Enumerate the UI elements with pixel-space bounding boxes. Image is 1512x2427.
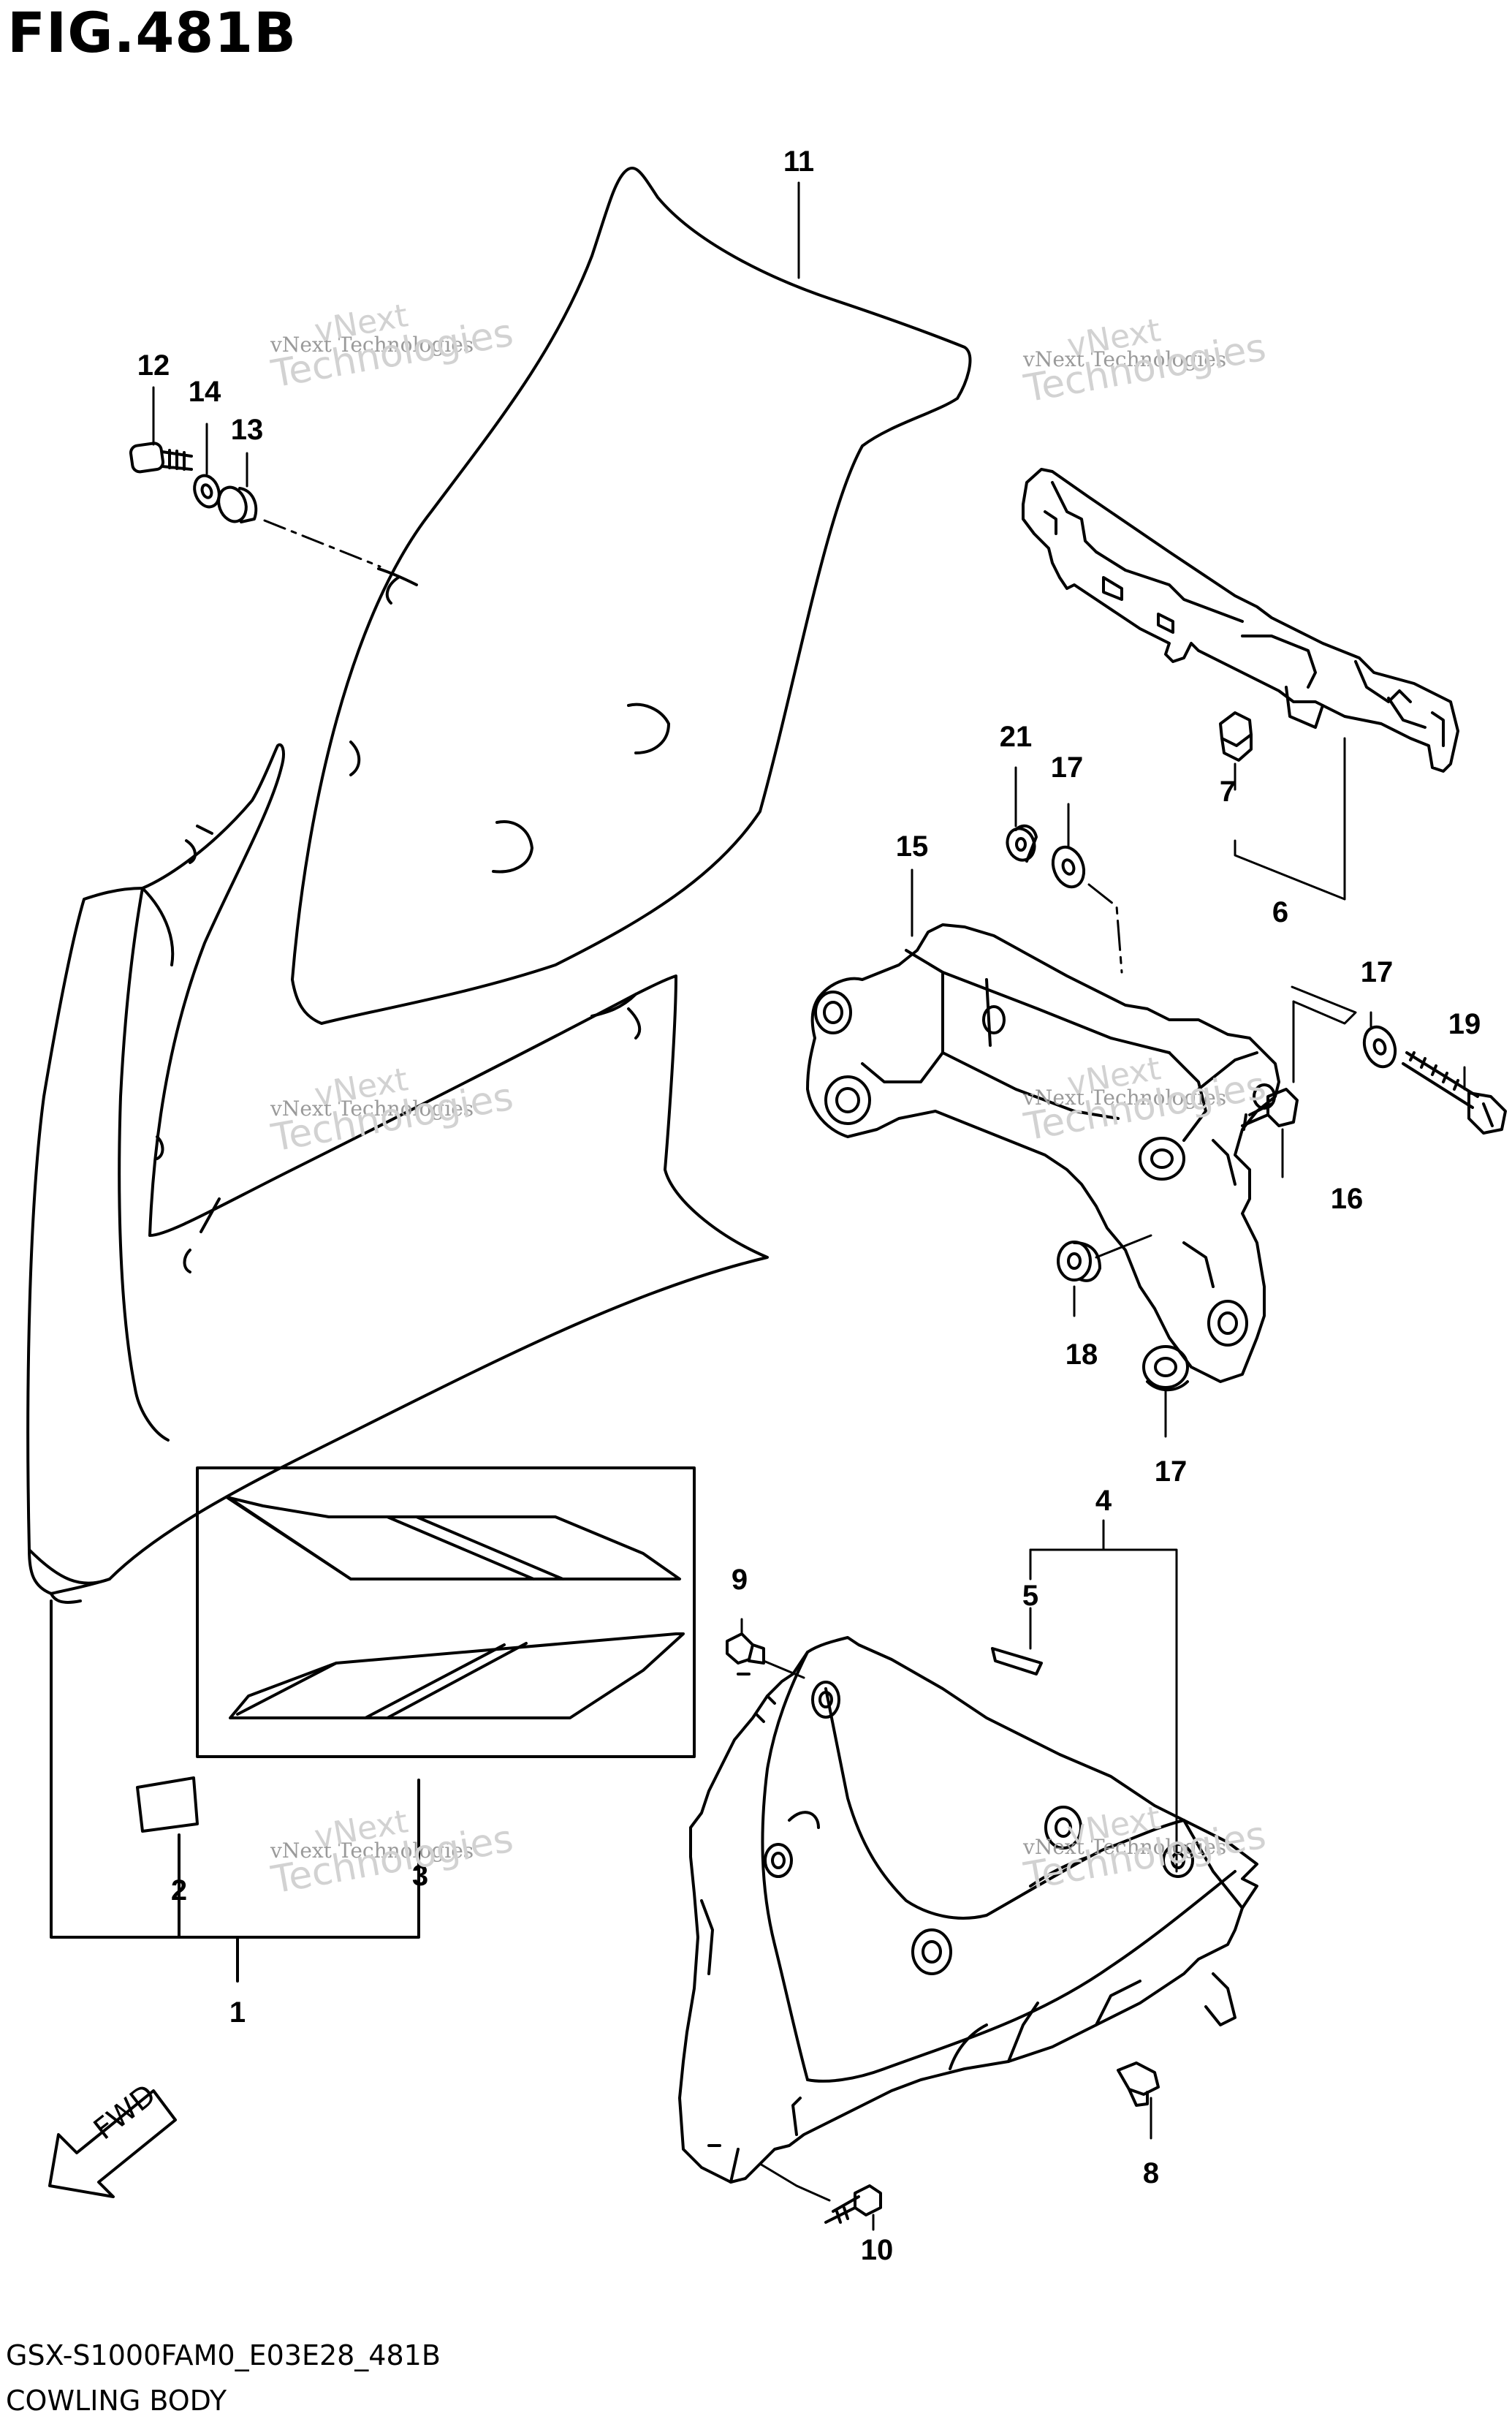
- bush-13: [214, 483, 256, 525]
- inner-cowling-part-4: [680, 1637, 1257, 2182]
- bracket-part-6: [1023, 469, 1458, 771]
- washer-14: [190, 472, 223, 510]
- callout-13: 13: [230, 414, 264, 446]
- stripe-decals-part-3: [227, 1497, 683, 1718]
- callout-15: 15: [895, 830, 929, 863]
- callout-8: 8: [1142, 2157, 1160, 2189]
- callout-17b: 17: [1360, 956, 1394, 988]
- callout-12: 12: [137, 349, 170, 382]
- figure-title: FIG.481B: [7, 0, 297, 65]
- cushion-part-19: [1058, 1242, 1100, 1281]
- nut-part-7: [1220, 713, 1251, 760]
- stay-part-15: [808, 925, 1279, 1382]
- callout-1: 1: [229, 1996, 246, 2029]
- bolt-part-20: [1403, 1053, 1505, 1133]
- figure-name: COWLING BODY: [6, 2385, 227, 2417]
- callout-3: 3: [411, 1860, 429, 1892]
- stripe-box: [197, 1468, 694, 1757]
- callout-19: 18: [1065, 1339, 1098, 1371]
- figure-code: GSX-S1000FAM0_E03E28_481B: [6, 2339, 441, 2371]
- grommet-part-21: [1003, 825, 1039, 864]
- caution-label-part-2: [137, 1778, 197, 1831]
- washer-part-17b: [1359, 1023, 1401, 1071]
- callout-17a: 17: [1050, 751, 1084, 784]
- callout-6: 6: [1272, 896, 1289, 928]
- screw-part-10: [826, 2186, 881, 2222]
- nut-part-8: [1118, 2063, 1158, 2105]
- callout-20: 19: [1448, 1008, 1481, 1040]
- washer-part-17a: [1048, 843, 1090, 891]
- callout-4: 4: [1095, 1485, 1112, 1517]
- callout-11: 11: [783, 145, 815, 178]
- callout-14: 14: [188, 376, 221, 408]
- fwd-arrow-icon: [50, 2091, 175, 2197]
- windscreen-part-11: [292, 168, 970, 1023]
- screw-12: [130, 442, 191, 472]
- callout-2: 2: [170, 1874, 188, 1907]
- callout-9: 9: [731, 1564, 748, 1596]
- clip-part-9: [727, 1634, 764, 1674]
- callout-16: 16: [1330, 1183, 1364, 1215]
- callout-7: 7: [1219, 776, 1236, 808]
- callout-18: 17: [1154, 1455, 1188, 1488]
- front-cowling-part-1: [28, 745, 767, 1602]
- callout-10: 10: [860, 2234, 894, 2266]
- cushion-part-18: [1144, 1347, 1188, 1390]
- callout-21: 21: [999, 721, 1033, 753]
- emblem-part-5: [992, 1648, 1041, 1674]
- screw-part-16: [1242, 1089, 1297, 1129]
- callout-5: 5: [1022, 1580, 1039, 1612]
